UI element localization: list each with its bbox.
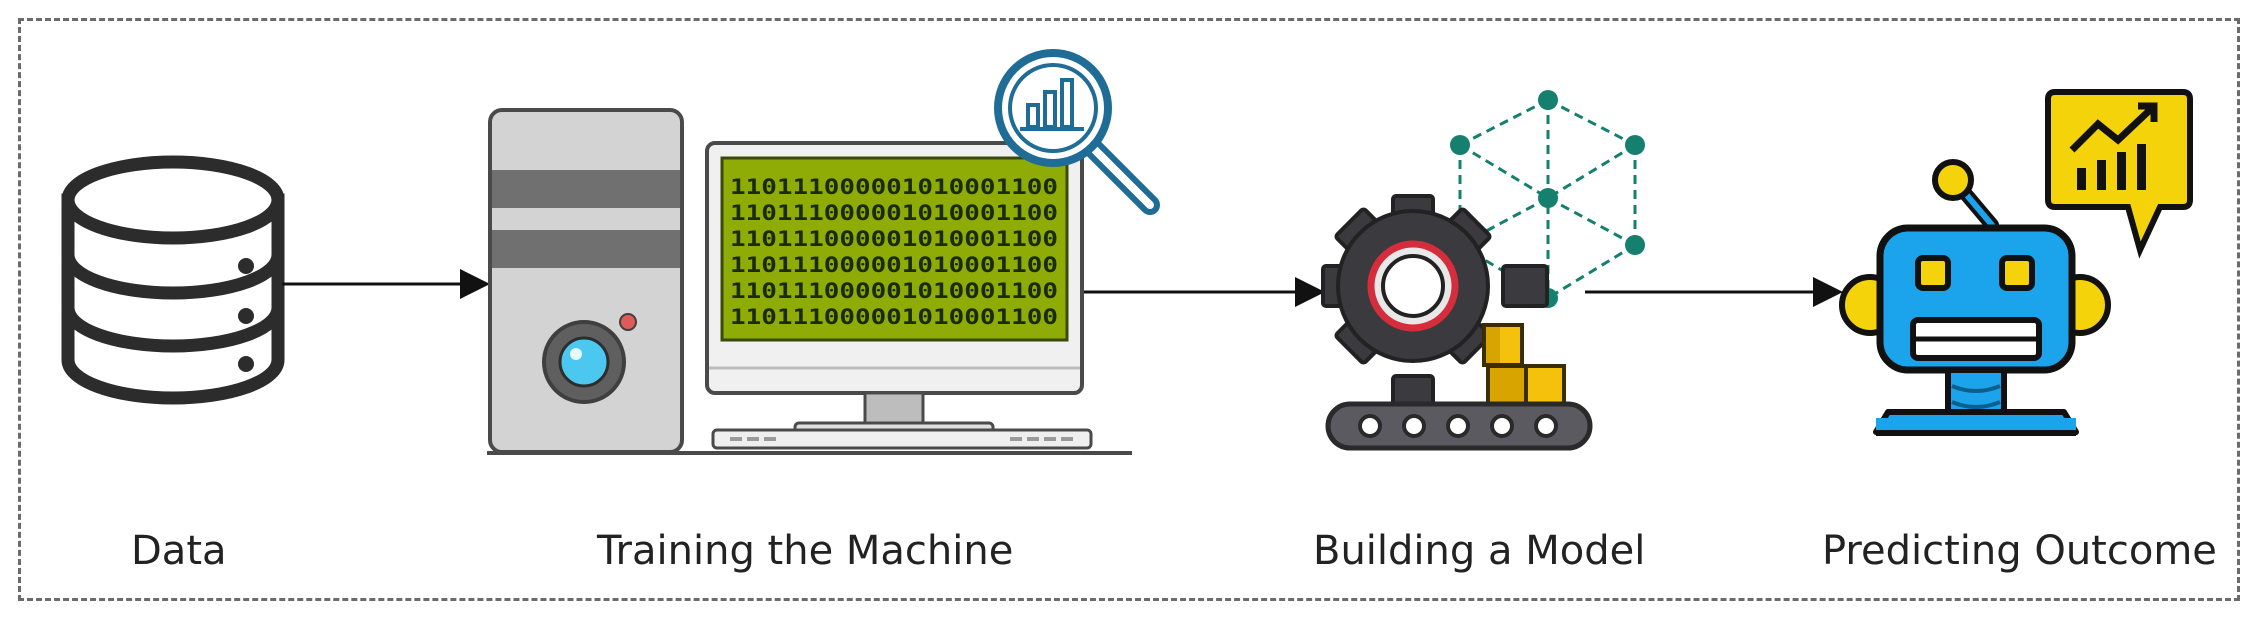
binary-line: 110111000001010001100 — [730, 305, 1058, 329]
binary-line: 110111000001010001100 — [730, 175, 1058, 199]
caption-building-a-model: Building a Model — [1313, 528, 1646, 574]
binary-line: 110111000001010001100 — [730, 279, 1058, 303]
caption-training-the-machine: Training the Machine — [597, 528, 1014, 574]
diagram-border — [18, 18, 2240, 601]
binary-line: 110111000001010001100 — [730, 253, 1058, 277]
conveyor-belt-icon — [1325, 323, 1593, 451]
magnifier-chart-icon — [994, 49, 1160, 215]
robot-icon — [1839, 159, 2111, 436]
caption-data: Data — [131, 528, 227, 574]
neural-network-icon — [1458, 98, 1637, 300]
monitor-binary-text: 1101110000010100011001101110000010100011… — [730, 175, 1058, 329]
binary-line: 110111000001010001100 — [730, 201, 1058, 225]
caption-predicting-outcome: Predicting Outcome — [1822, 528, 2217, 574]
gear-icon — [1321, 194, 1549, 422]
binary-line: 110111000001010001100 — [730, 227, 1058, 251]
database-icon — [61, 155, 285, 405]
desktop-computer-icon: 1101110000010100011001101110000010100011… — [487, 108, 1132, 455]
chart-bubble-icon — [2045, 89, 2193, 259]
